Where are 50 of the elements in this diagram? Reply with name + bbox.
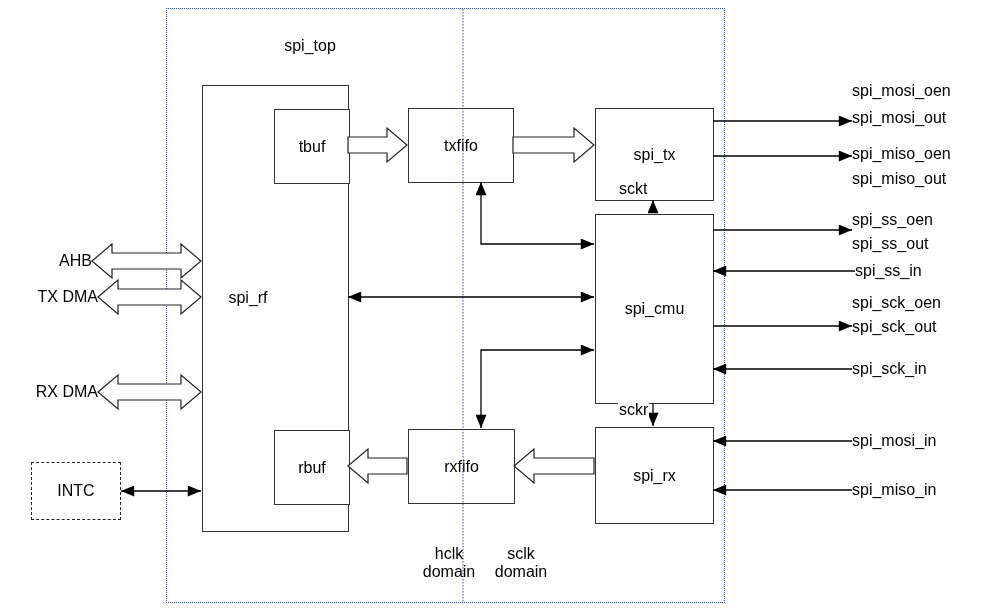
arrow bbox=[712, 224, 853, 236]
signal-label: spi_miso_oen bbox=[852, 145, 951, 163]
arrow bbox=[647, 402, 659, 427]
arrow bbox=[712, 435, 853, 447]
signal-label: spi_mosi_oen bbox=[852, 82, 951, 100]
edge-label: sckr bbox=[618, 401, 650, 420]
double-arrow bbox=[475, 344, 595, 429]
double-arrow bbox=[347, 291, 595, 303]
signal-label: AHB bbox=[30, 248, 92, 274]
register-block bbox=[202, 85, 349, 532]
module-box: txfifo bbox=[408, 108, 514, 183]
signal-label: spi_mosi_in bbox=[852, 428, 962, 454]
signal-label: spi_ss_oen bbox=[852, 211, 933, 229]
signal-label: spi_miso_in bbox=[852, 477, 962, 503]
signal-label: spi_sck_out bbox=[852, 318, 937, 336]
block-arrow bbox=[347, 447, 408, 485]
module-box: tbuf bbox=[274, 109, 350, 184]
signal-label: spi_miso_out bbox=[852, 170, 947, 188]
arrow bbox=[712, 320, 853, 332]
signal-label: spi_ss_out bbox=[852, 235, 929, 253]
block-arrow bbox=[513, 447, 595, 485]
clock-domain-label: hclk domain bbox=[421, 545, 477, 582]
block-label: spi_rf bbox=[227, 289, 269, 307]
block-arrow bbox=[97, 373, 202, 411]
module-box: spi_rx bbox=[595, 427, 714, 524]
block-arrow bbox=[347, 126, 408, 164]
block-arrow bbox=[91, 242, 202, 280]
double-arrow bbox=[475, 181, 595, 250]
arrow bbox=[712, 150, 853, 162]
arrow bbox=[712, 363, 853, 375]
block-arrow bbox=[512, 126, 595, 164]
signal-label: spi_sck_in bbox=[852, 356, 962, 382]
module-box: spi_cmu bbox=[595, 214, 714, 404]
arrow bbox=[647, 199, 659, 214]
clock-domain-label: sclk domain bbox=[493, 545, 549, 582]
arrow bbox=[712, 265, 856, 277]
module-box: rxfifo bbox=[408, 429, 515, 504]
signal-label: spi_ss_in bbox=[855, 258, 965, 284]
signal-label: spi_mosi_out bbox=[852, 109, 947, 127]
block-frame bbox=[166, 8, 725, 603]
signal-label: spi_sck_oen bbox=[852, 294, 941, 312]
external-block: INTC bbox=[31, 462, 121, 520]
double-arrow bbox=[120, 485, 202, 497]
arrow bbox=[712, 115, 853, 127]
block-arrow bbox=[97, 278, 202, 316]
arrow bbox=[712, 484, 853, 496]
module-box: rbuf bbox=[274, 430, 350, 505]
signal-label: TX DMA bbox=[12, 284, 98, 310]
block-title: spi_top bbox=[283, 37, 337, 55]
signal-label: RX DMA bbox=[12, 379, 98, 405]
